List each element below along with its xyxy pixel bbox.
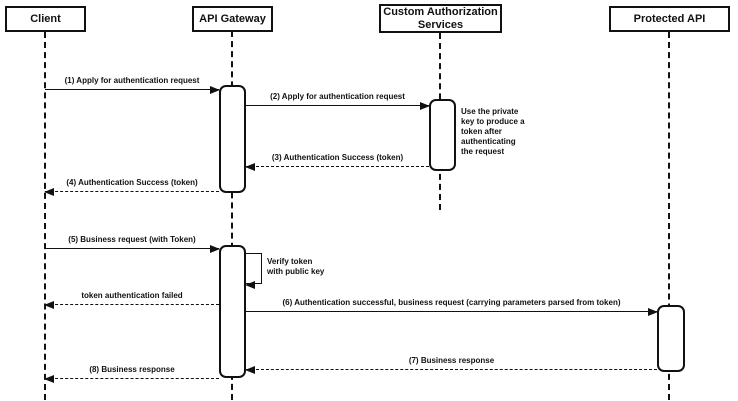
self-message-verify-token bbox=[245, 253, 262, 289]
self-message-loop-line bbox=[246, 253, 262, 284]
activation-bar-api-gateway-auth bbox=[219, 85, 246, 193]
message-3-auth-success: (3) Authentication Success (token) bbox=[245, 151, 429, 171]
message-6-line bbox=[246, 311, 657, 312]
arrowhead-right-icon bbox=[420, 102, 430, 110]
message-1-line bbox=[45, 89, 219, 90]
message-1-label: (1) Apply for authentication request bbox=[64, 76, 200, 85]
arrowhead-right-icon bbox=[210, 245, 220, 253]
participant-custom-authorization-services: Custom Authorization Services bbox=[379, 4, 502, 33]
arrowhead-left-icon bbox=[44, 188, 54, 196]
participant-protected-api-label: Protected API bbox=[633, 12, 706, 25]
message-2-apply-auth-request: (2) Apply for authentication request bbox=[246, 90, 430, 110]
arrowhead-left-icon bbox=[44, 375, 54, 383]
message-4-label: (4) Authentication Success (token) bbox=[66, 178, 198, 187]
message-2-label: (2) Apply for authentication request bbox=[270, 92, 405, 101]
arrowhead-left-icon bbox=[245, 281, 255, 289]
message-token-auth-failed: token authentication failed bbox=[44, 289, 219, 309]
message-5-line bbox=[45, 248, 219, 249]
lifeline-api-gateway bbox=[231, 31, 233, 400]
note-private-key: Use the private key to produce a token a… bbox=[461, 107, 525, 156]
activation-bar-custom-authorization-services bbox=[429, 99, 456, 171]
message-4-auth-success: (4) Authentication Success (token) bbox=[44, 176, 219, 196]
arrowhead-left-icon bbox=[44, 301, 54, 309]
participant-client: Client bbox=[5, 6, 86, 32]
message-1-apply-auth-request: (1) Apply for authentication request bbox=[45, 74, 220, 94]
arrowhead-left-icon bbox=[245, 366, 255, 374]
message-5-label: (5) Business request (with Token) bbox=[68, 235, 196, 244]
message-token-auth-failed-line bbox=[45, 304, 219, 305]
message-3-line bbox=[246, 166, 429, 167]
self-message-verify-token-label: Verify token with public key bbox=[267, 257, 325, 276]
participant-api-gateway-label: API Gateway bbox=[199, 12, 266, 25]
message-2-line bbox=[246, 105, 429, 106]
arrowhead-right-icon bbox=[210, 86, 220, 94]
participant-api-gateway: API Gateway bbox=[192, 6, 273, 32]
activation-bar-api-gateway-business bbox=[219, 245, 246, 378]
message-7-label: (7) Business response bbox=[408, 356, 495, 365]
lifeline-protected-api bbox=[668, 32, 670, 400]
activation-bar-protected-api bbox=[657, 305, 685, 372]
lifeline-client bbox=[44, 32, 46, 400]
arrowhead-right-icon bbox=[648, 308, 658, 316]
message-token-auth-failed-label: token authentication failed bbox=[81, 291, 183, 300]
arrowhead-left-icon bbox=[245, 163, 255, 171]
message-7-line bbox=[246, 369, 657, 370]
message-3-label: (3) Authentication Success (token) bbox=[271, 153, 404, 162]
message-8-line bbox=[45, 378, 219, 379]
message-7-business-response: (7) Business response bbox=[245, 354, 657, 374]
participant-custom-authorization-services-label: Custom Authorization Services bbox=[383, 5, 498, 31]
message-8-label: (8) Business response bbox=[89, 365, 175, 374]
message-5-business-request: (5) Business request (with Token) bbox=[45, 233, 220, 253]
message-6-auth-successful-business-request: (6) Authentication successful, business … bbox=[246, 296, 658, 316]
message-4-line bbox=[45, 191, 219, 192]
participant-client-label: Client bbox=[30, 12, 61, 25]
participant-protected-api: Protected API bbox=[609, 6, 730, 32]
message-6-label: (6) Authentication successful, business … bbox=[282, 298, 621, 307]
message-8-business-response: (8) Business response bbox=[44, 363, 219, 383]
